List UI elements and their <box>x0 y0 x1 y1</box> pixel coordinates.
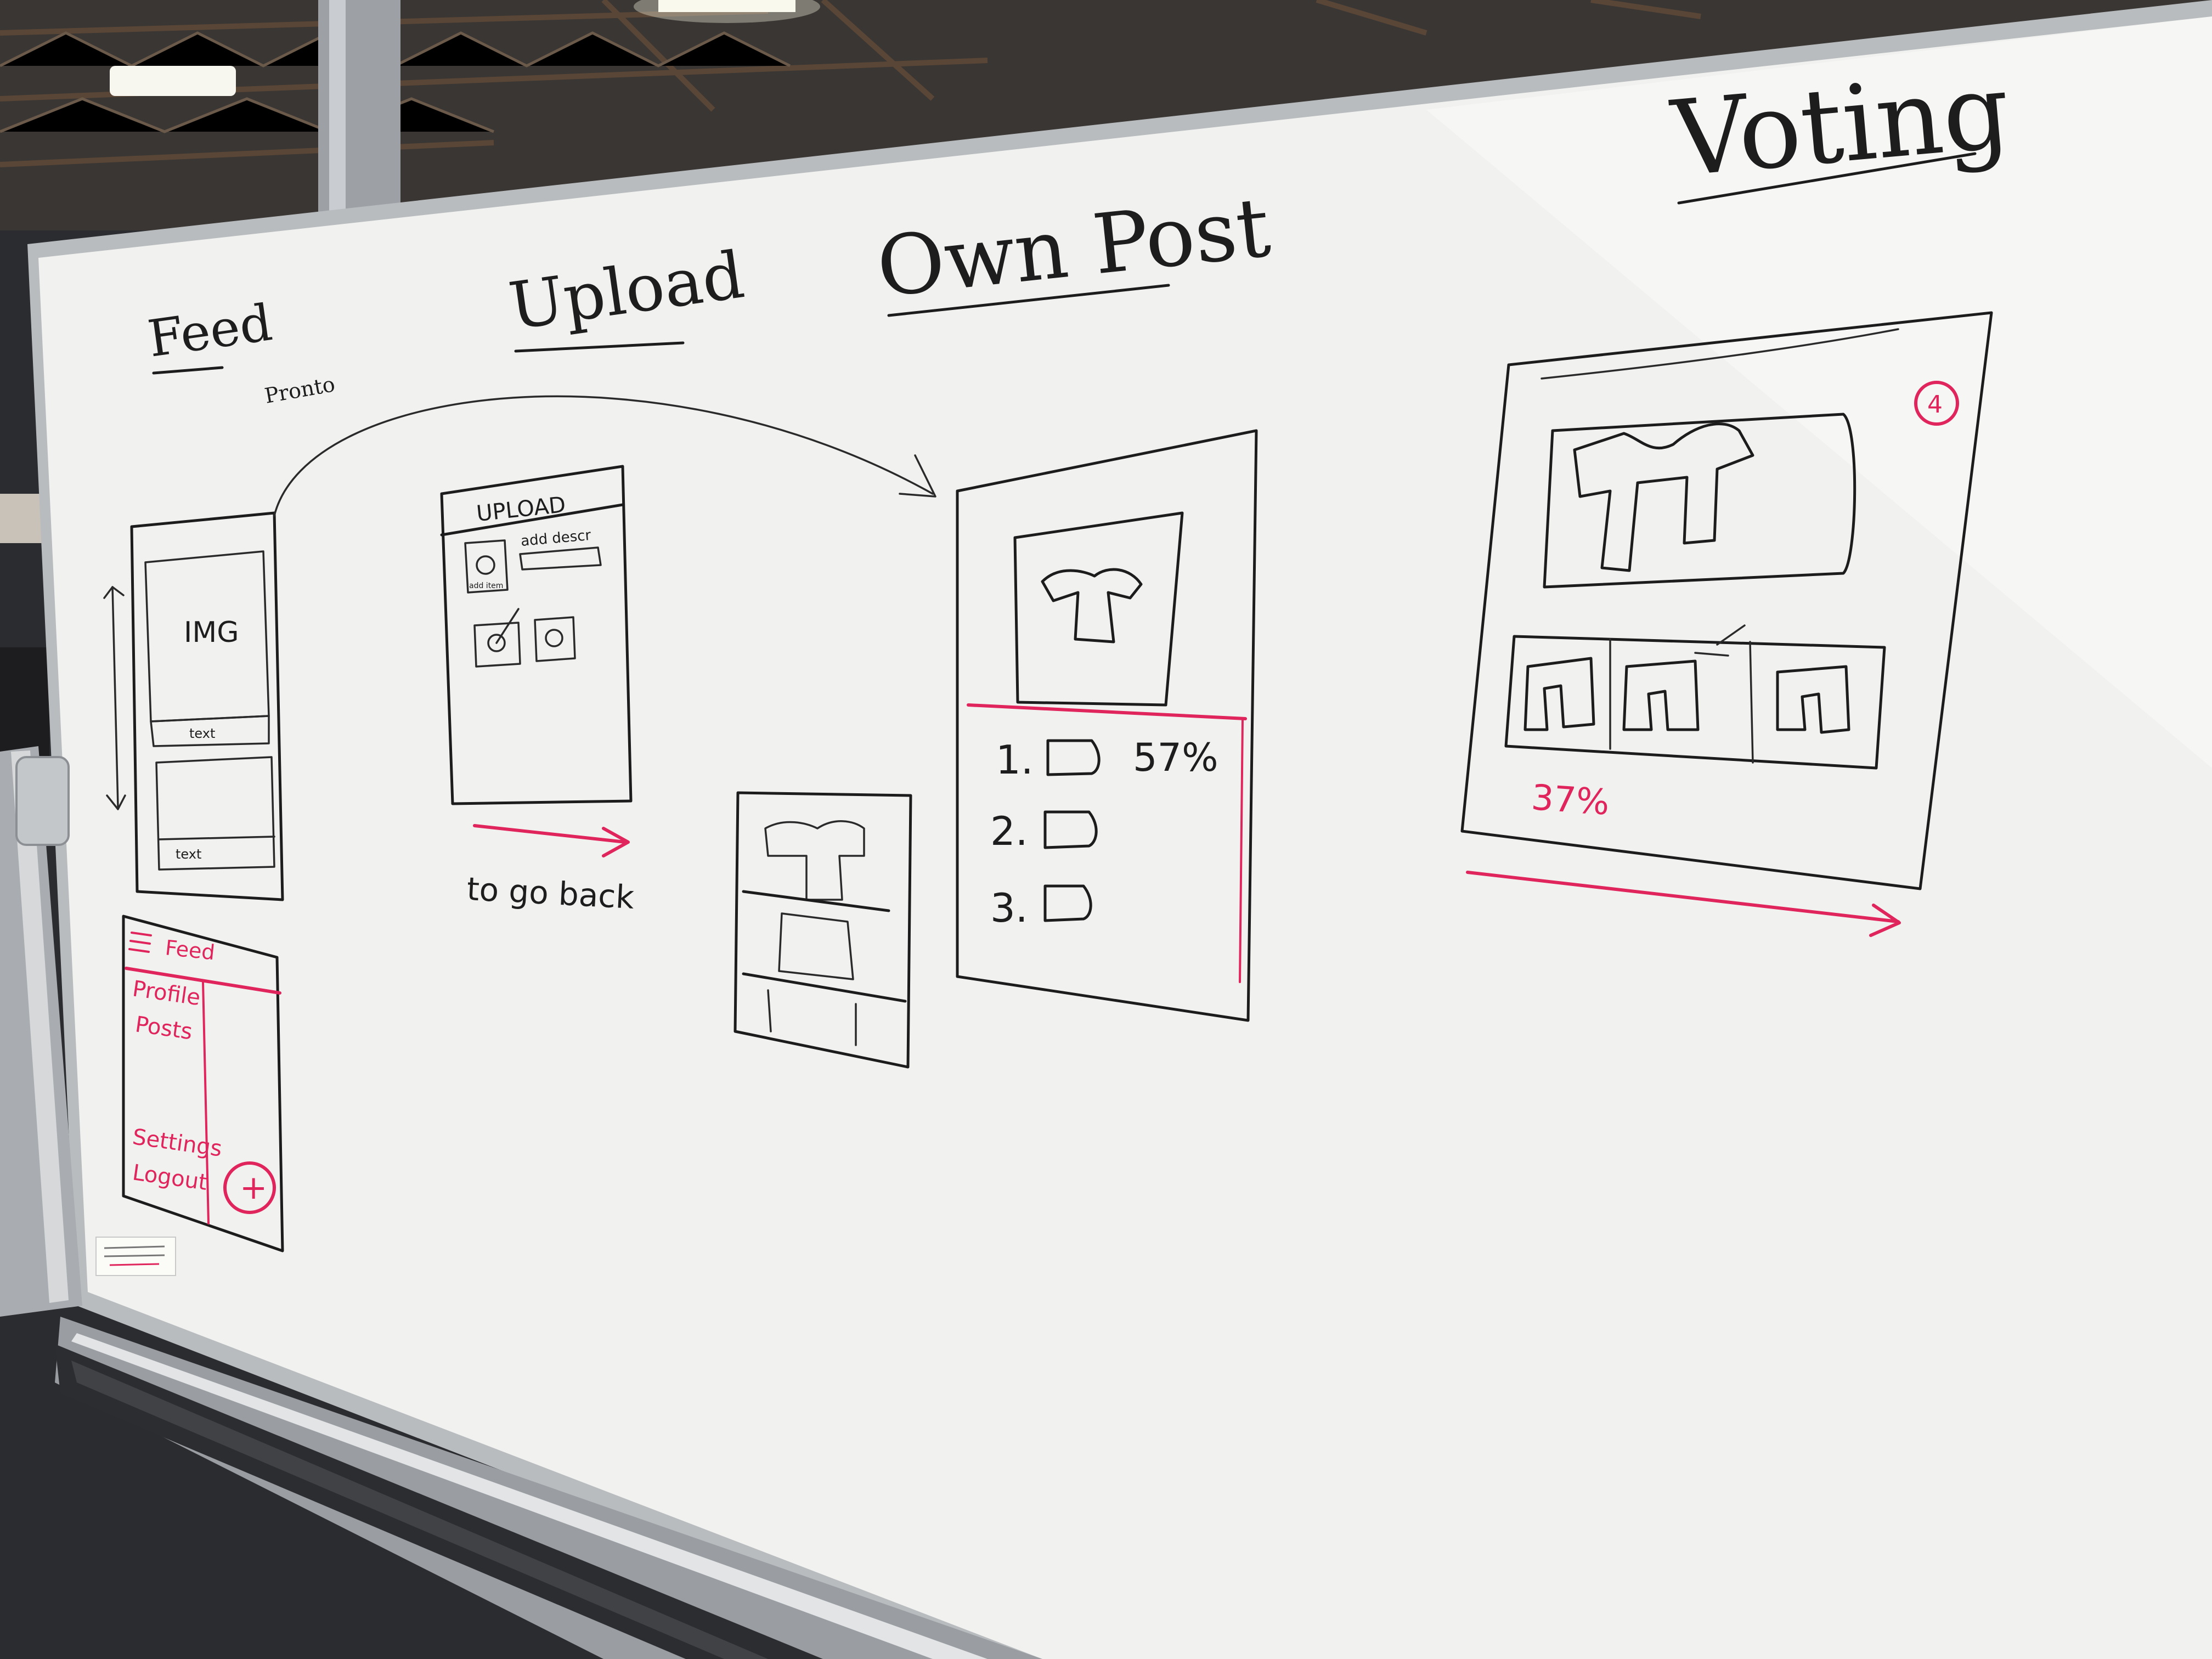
small-phone-sketch <box>733 791 912 1069</box>
whiteboard-surface <box>38 16 2212 1659</box>
own-post-sketch: 1. 57% 2. 3. <box>956 429 1258 1022</box>
shirt-icon <box>1041 568 1143 644</box>
feed-caption-2: text <box>176 847 201 862</box>
shirt-icon <box>764 820 865 901</box>
own-post-rank-2: 2. <box>990 808 1028 854</box>
pants-icon-3 <box>1776 665 1850 734</box>
voting-badge-icon <box>1914 381 1959 426</box>
upload-image-tile <box>464 539 509 594</box>
feed-sketch: IMG text text <box>103 395 936 901</box>
upload-back-note: to go back <box>466 870 635 916</box>
upload-tile-label: add item <box>469 582 503 590</box>
whiteboard <box>27 0 2212 1659</box>
board-stand <box>0 746 1042 1659</box>
voting-main-image <box>1543 413 1857 589</box>
feed-img-label: IMG <box>184 616 239 649</box>
own-post-rank-3: 3. <box>990 885 1028 931</box>
board-clamp <box>15 756 70 846</box>
voting-badge: 4 <box>1927 391 1943 419</box>
pants-icon-2 <box>1622 659 1700 731</box>
voting-sketch: 4 37% <box>1460 311 1993 937</box>
pants-icon-1 <box>1523 657 1595 731</box>
upload-sketch: UPLOAD add item add descr to go back <box>440 465 635 916</box>
menu-title: Feed <box>164 935 216 964</box>
upload-description-field <box>519 546 602 571</box>
own-post-image <box>1013 511 1184 707</box>
menu-fab-symbol: + <box>240 1169 267 1207</box>
ceiling-light <box>110 66 236 96</box>
feed-caption-1: text <box>189 726 215 741</box>
shirt-icon <box>1573 422 1754 572</box>
own-post-percent: 57% <box>1133 735 1218 780</box>
voting-percent: 37% <box>1530 777 1611 823</box>
own-post-rank-1: 1. <box>996 737 1034 783</box>
menu-fab-icon <box>223 1161 276 1214</box>
headings: Feed Pronto Upload Own Post Voting <box>144 50 2015 408</box>
